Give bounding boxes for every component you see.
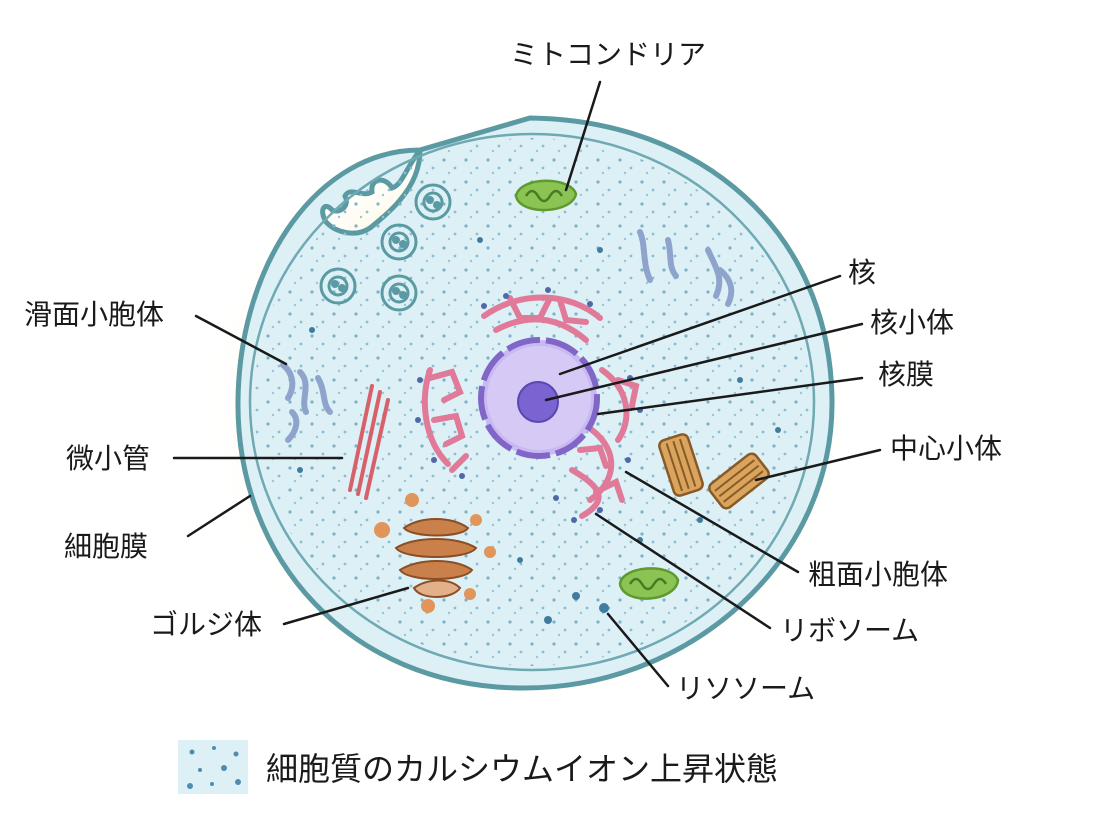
vesicle: [319, 267, 357, 305]
legend: 細胞質のカルシウムイオン上昇状態: [178, 740, 778, 794]
label-ribosome: リボソーム: [780, 614, 919, 647]
label-cell-membrane: 細胞膜: [64, 530, 148, 563]
centriole-left: [658, 433, 704, 497]
smooth-er: [280, 229, 735, 443]
mitochondrion-top: [514, 179, 578, 212]
leader-smooth-er: [194, 314, 288, 366]
vesicle: [380, 223, 418, 261]
ribosome-dots: [415, 287, 643, 523]
rough-er: [421, 294, 640, 519]
label-rough-er: 粗面小胞体: [808, 558, 948, 591]
leader-lines: [172, 80, 882, 688]
vesicle: [380, 274, 418, 312]
label-centriole: 中心小体: [890, 432, 1002, 465]
label-microtubule: 微小管: [66, 442, 150, 475]
leader-rough-er: [624, 470, 800, 574]
label-nucleus: 核: [848, 256, 876, 289]
centriole-right: [708, 452, 770, 510]
nucleus: [478, 337, 600, 459]
cell-membrane-inner: [248, 132, 816, 672]
label-lysosome: リソソーム: [676, 672, 815, 705]
microtubules: [348, 384, 390, 500]
label-smooth-er: 滑面小胞体: [24, 298, 164, 331]
label-mitochondria: ミトコンドリア: [510, 38, 706, 71]
labels: ミトコンドリア 核 核小体 核膜 中心小体 粗面小胞体 リボソーム リソソーム …: [24, 38, 1002, 705]
leader-mitochondria: [564, 80, 602, 192]
legend-swatch-dots: [187, 746, 241, 789]
leader-nucleus: [558, 274, 842, 376]
nucleolus: [517, 381, 559, 423]
leader-ribosome: [594, 512, 772, 630]
vesicle: [414, 183, 452, 221]
leader-nucleolus: [544, 322, 864, 402]
legend-label: 細胞質のカルシウムイオン上昇状態: [266, 750, 778, 788]
lysosomes: [297, 237, 781, 624]
label-golgi: ゴルジ体: [150, 608, 262, 641]
leader-golgi: [282, 586, 410, 626]
mitochondrion-bottom: [618, 567, 680, 600]
label-nucleolus: 核小体: [870, 306, 954, 339]
leader-lysosome: [606, 612, 670, 688]
leader-cell-membrane: [186, 494, 252, 538]
leader-centriole: [754, 448, 882, 482]
leader-nuclear-envelope: [596, 376, 864, 416]
label-nuclear-envelope: 核膜: [878, 358, 934, 391]
golgi: [374, 493, 496, 613]
vesicles: [319, 183, 452, 312]
